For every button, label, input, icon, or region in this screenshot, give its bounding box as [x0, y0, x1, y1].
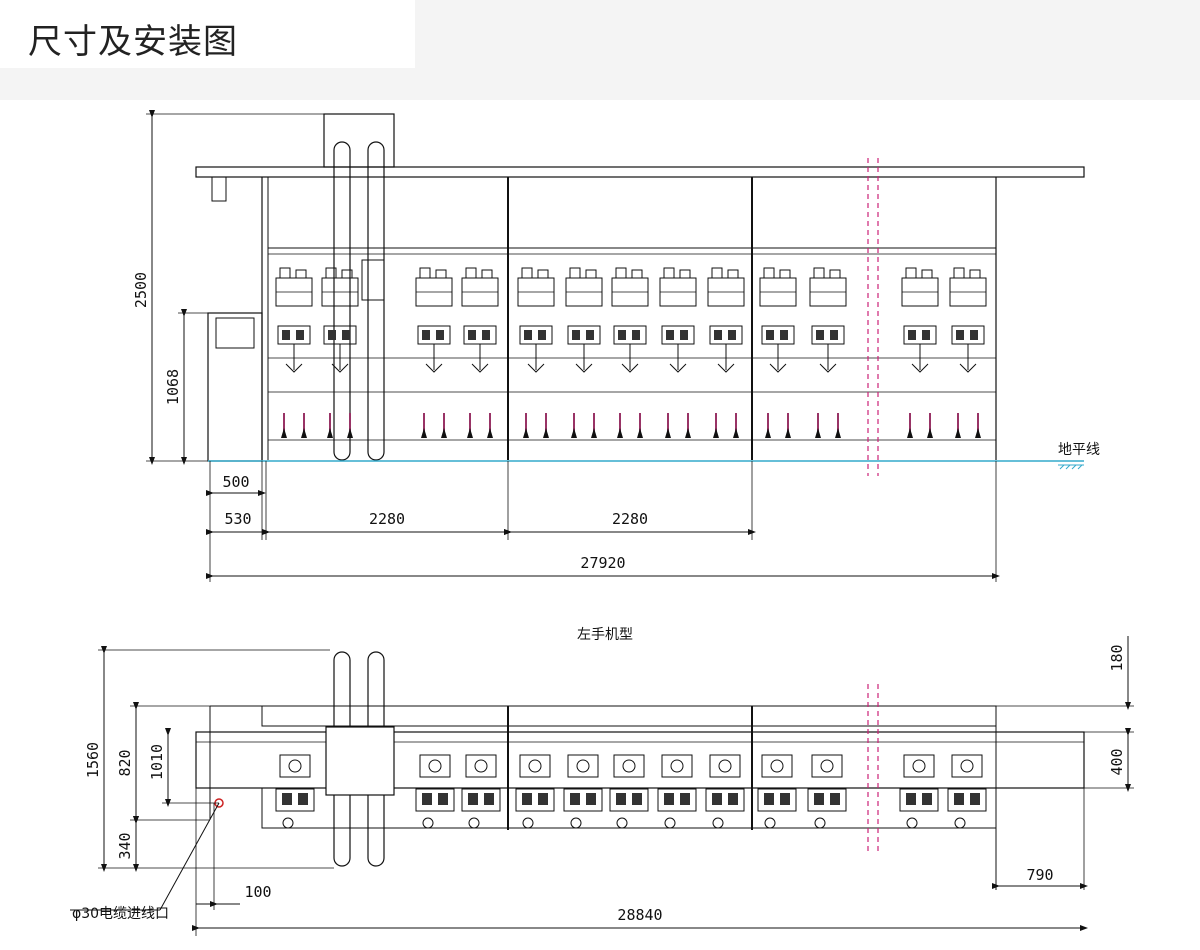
dim-offset-500: 500 [222, 473, 249, 491]
dim-right-400: 400 [1108, 748, 1126, 775]
back-rail [261, 705, 997, 727]
spindle-units [275, 267, 987, 439]
dim-depth-340: 340 [116, 832, 134, 859]
top-beam [195, 166, 1085, 178]
dim-height-total: 2500 [132, 272, 150, 308]
dim-height-cabinet: 1068 [164, 369, 182, 405]
header-band: 尺寸及安装图 [0, 0, 1200, 100]
title-tab [0, 0, 415, 68]
dim-offset-530: 530 [224, 510, 251, 528]
page-title: 尺寸及安装图 [28, 22, 238, 62]
dim-overall-length: 27920 [580, 554, 625, 572]
dim-right-180: 180 [1108, 644, 1126, 671]
gantry-carriage [361, 259, 385, 301]
dim-section-1: 2280 [369, 510, 405, 528]
dim-depth-820: 820 [116, 749, 134, 776]
ground-hatch-icon [1058, 464, 1084, 470]
gantry-top [323, 113, 395, 168]
dim-cable-offset: 100 [244, 883, 271, 901]
front-view: 地平线 2500 1068 500 530 2280 2280 27920 [132, 110, 1100, 582]
dim-overall-length-plan: 28840 [617, 906, 662, 924]
dim-right-790: 790 [1026, 866, 1053, 884]
dim-section-2: 2280 [612, 510, 648, 528]
gantry-leg-right [367, 141, 385, 461]
top-view-title: 左手机型 [577, 627, 633, 643]
floor-label: 地平线 [1058, 442, 1100, 458]
gantry-leg-left [333, 141, 351, 461]
cabinet-screen [215, 317, 255, 349]
cable-entry-label: φ30电缆进线口 [72, 906, 169, 922]
gantry-carriage-plan [325, 726, 395, 796]
dim-depth-1010: 1010 [148, 744, 166, 780]
dim-depth-total: 1560 [84, 742, 102, 778]
top-view: 左手机型 [70, 627, 1134, 936]
motor-icon [211, 176, 227, 202]
